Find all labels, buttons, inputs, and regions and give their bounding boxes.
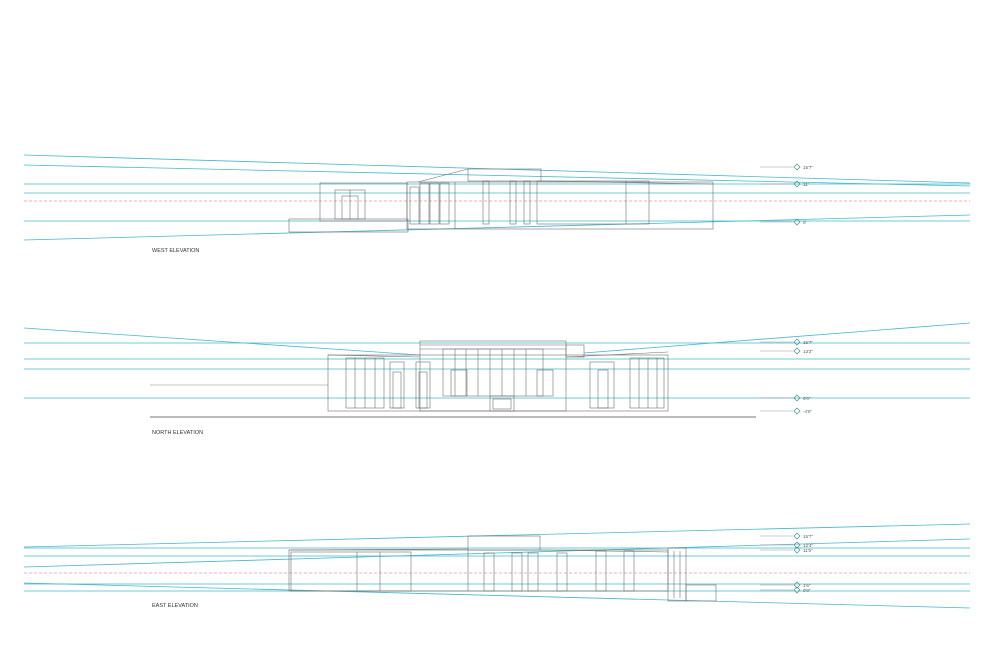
level-marker-icon [793, 338, 801, 346]
level-marker-icon [793, 532, 801, 540]
level-marker: 15'7" [760, 163, 813, 171]
level-marker-icon [793, 163, 801, 171]
north-level-markers: 15'7" 13'2" 0'0" -4'0" [760, 338, 813, 415]
level-label: 13'2" [803, 349, 813, 354]
level-marker-icon [793, 586, 801, 594]
level-label: 0' [803, 220, 807, 225]
west-elevation: 15'7" 11' 0' WEST ELEVATION [23, 154, 971, 254]
level-label: 0'0" [803, 588, 811, 593]
east-elevation: 15'7" 12'4" 11'5" 1'6" 0'0" [23, 523, 971, 609]
north-perspective-guides [23, 322, 971, 399]
level-marker-icon [793, 180, 801, 188]
level-label: 0'0" [803, 396, 811, 401]
level-marker-icon [793, 407, 801, 415]
level-label: 11'5" [803, 548, 813, 553]
east-perspective-guides [23, 523, 971, 609]
level-marker: 1'6" [760, 581, 811, 589]
west-building-outline [288, 168, 714, 233]
north-ground-lines [150, 384, 756, 418]
level-label: -4'0" [803, 409, 812, 414]
level-label: 1'6" [803, 583, 811, 588]
level-label: 15'7" [803, 534, 813, 539]
level-marker-icon [793, 347, 801, 355]
level-label: 15'7" [803, 340, 813, 345]
level-marker: 0' [760, 218, 807, 226]
level-marker: 11' [760, 180, 809, 188]
level-marker: 15'7" [760, 532, 813, 540]
level-marker: -4'0" [760, 407, 812, 415]
north-building-outline [327, 340, 669, 412]
level-marker-icon [793, 581, 801, 589]
east-elevation-title: EAST ELEVATION [152, 603, 198, 609]
level-label: 12'4" [803, 543, 813, 548]
level-marker-icon [793, 541, 801, 549]
north-elevation-title: NORTH ELEVATION [152, 430, 203, 436]
level-marker: 11'5" [760, 546, 813, 554]
level-label: 11' [803, 182, 809, 187]
east-level-markers: 15'7" 12'4" 11'5" 1'6" 0'0" [760, 532, 813, 594]
level-label: 15'7" [803, 165, 813, 170]
level-marker: 0'0" [760, 394, 811, 402]
level-marker: 15'7" [760, 338, 813, 346]
east-building-outline [288, 535, 717, 602]
north-elevation: 15'7" 13'2" 0'0" -4'0" NORTH ELEVATION [23, 322, 971, 436]
level-marker-icon [793, 546, 801, 554]
level-marker: 12'4" [760, 541, 813, 549]
level-marker-icon [793, 218, 801, 226]
west-perspective-guides [23, 154, 971, 241]
level-marker: 13'2" [760, 347, 813, 355]
west-elevation-title: WEST ELEVATION [152, 248, 199, 254]
level-marker-icon [793, 394, 801, 402]
west-level-markers: 15'7" 11' 0' [760, 163, 813, 226]
level-marker: 0'0" [760, 586, 811, 594]
